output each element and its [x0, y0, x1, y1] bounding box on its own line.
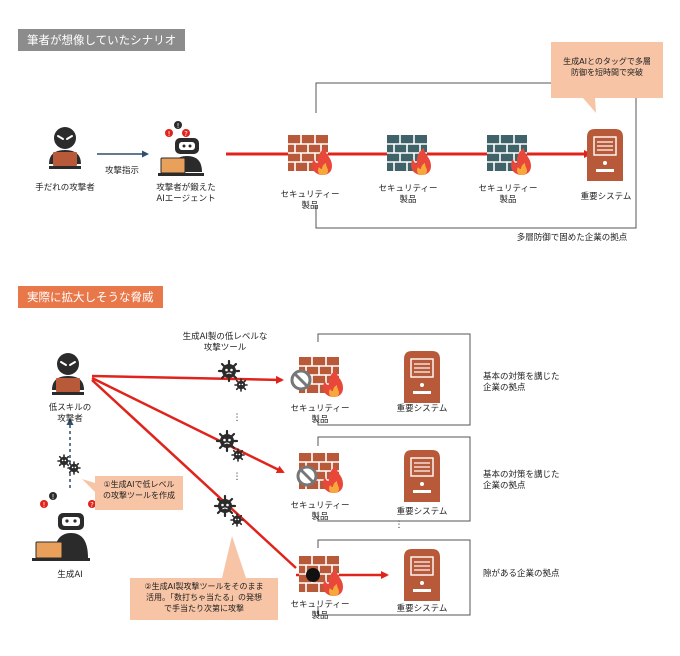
tools-label-line2: 攻撃ツール	[203, 343, 247, 353]
virus-icon	[230, 513, 244, 527]
ellipsis: ⋮	[394, 520, 404, 530]
base-protected-line2: 企業の拠点	[483, 481, 526, 491]
genai-label: 生成AI	[57, 570, 83, 580]
attack-arrow-2	[91, 376, 285, 474]
security-product-line2: 製品	[399, 195, 417, 205]
security-product-line1: セキュリティー	[290, 501, 350, 511]
block-icon	[290, 369, 312, 391]
callout-1: ①生成AIで低レベル の攻撃ツールを作成	[95, 476, 183, 510]
tools-label: 生成AI製の低レベルな 攻撃ツール	[180, 332, 270, 354]
base-protected-label: 基本の対策を講じた 企業の拠点	[483, 372, 573, 394]
important-system-label: 重要システム	[396, 507, 448, 517]
ai-agent-icon: ! ! ?	[158, 121, 204, 176]
agent-label-line1: 攻撃者が鍛えた	[156, 183, 216, 193]
security-product-line1: セキュリティー	[378, 184, 438, 194]
enterprise-base-label: 多層防御で固めた企業の拠点	[516, 233, 628, 243]
svg-text:?: ?	[90, 501, 94, 509]
firewall-icon	[486, 134, 532, 176]
virus-icon	[234, 378, 248, 392]
low-skill-line1: 低スキルの	[48, 403, 92, 413]
security-product-line1: セキュリティー	[478, 184, 538, 194]
server-icon	[403, 548, 441, 602]
hacker-icon	[48, 126, 82, 170]
enterprise-boundary	[315, 82, 637, 229]
important-system-label: 重要システム	[396, 404, 448, 414]
security-product-label: セキュリティー 製品	[280, 501, 360, 523]
callout-pointer	[583, 98, 596, 113]
callout-top-line1: 生成AIとのタッグで多層	[563, 57, 651, 66]
security-product-line1: セキュリティー	[290, 404, 350, 414]
server-icon	[403, 350, 441, 404]
security-product-line2: 製品	[311, 415, 329, 425]
callout-top: 生成AIとのタッグで多層 防御を短時間で突破	[551, 42, 663, 98]
attack-arrow-3	[91, 379, 297, 569]
hacker-icon	[51, 352, 85, 396]
callout-top-line2: 防御を短時間で突破	[571, 68, 643, 77]
security-product-label: セキュリティー 製品	[280, 600, 360, 622]
svg-text:!: !	[168, 130, 171, 138]
callout2-line1: ②生成AI製攻撃ツールをそのまま	[144, 582, 264, 591]
block-icon	[296, 465, 318, 487]
attack-arrow-1	[91, 374, 284, 384]
server-icon	[403, 449, 441, 503]
security-product-line1: セキュリティー	[280, 190, 340, 200]
virus-icon	[215, 429, 239, 453]
base-protected-line1: 基本の対策を講じた	[483, 372, 560, 382]
base-gap-label: 隙がある企業の拠点	[483, 569, 560, 579]
callout2-line2: 活用。「数打ちゃ当たる」の発想	[146, 593, 262, 602]
virus-icon	[213, 494, 237, 518]
svg-text:!: !	[52, 493, 55, 501]
base-boundary-1	[317, 333, 471, 426]
security-product-label: セキュリティー 製品	[368, 184, 448, 206]
security-product-line2: 製品	[311, 611, 329, 621]
base-protected-line2: 企業の拠点	[483, 383, 526, 393]
base-boundary-3	[317, 539, 471, 616]
low-skill-attacker-label: 低スキルの 攻撃者	[32, 403, 108, 425]
virus-icon	[217, 359, 241, 383]
callout2-line3: で手当たり次第に攻撃	[164, 604, 244, 613]
svg-text:!: !	[177, 122, 180, 130]
agent-label: 攻撃者が鍛えた AIエージェント	[146, 183, 226, 205]
low-skill-line2: 攻撃者	[57, 414, 83, 424]
security-product-line2: 製品	[311, 512, 329, 522]
virus-icon	[57, 454, 71, 468]
firewall-icon	[287, 134, 333, 176]
ai-robot-icon: ! ! ?	[32, 492, 96, 561]
security-product-label: セキュリティー 製品	[270, 190, 350, 212]
callout1-line2: の攻撃ツールを作成	[103, 491, 175, 500]
attacker-label: 手だれの攻撃者	[35, 183, 95, 193]
virus-icon	[231, 448, 245, 462]
security-product-line2: 製品	[499, 195, 517, 205]
firewall-icon	[298, 555, 344, 597]
tools-label-line1: 生成AI製の低レベルな	[182, 332, 268, 342]
security-product-label: セキュリティー 製品	[468, 184, 548, 206]
base-protected-line1: 基本の対策を講じた	[483, 470, 560, 480]
svg-text:?: ?	[184, 130, 188, 138]
virus-icon	[67, 461, 81, 475]
important-system-label: 重要システム	[396, 604, 448, 614]
breach-hole	[306, 568, 320, 582]
server-icon	[586, 128, 624, 182]
important-system-label: 重要システム	[580, 192, 632, 202]
callout-2: ②生成AI製攻撃ツールをそのまま 活用。「数打ちゃ当たる」の発想 で手当たり次第…	[130, 578, 278, 620]
callout1-pointer	[82, 479, 95, 492]
agent-label-line2: AIエージェント	[156, 194, 216, 204]
section-label-scenario: 筆者が想像していたシナリオ	[18, 29, 186, 51]
instruction-label: 攻撃指示	[104, 166, 139, 176]
security-product-line1: セキュリティー	[290, 600, 350, 610]
base-protected-label: 基本の対策を講じた 企業の拠点	[483, 470, 573, 492]
ellipsis: ⋮	[232, 472, 242, 482]
svg-text:!: !	[43, 501, 46, 509]
callout1-line1: ①生成AIで低レベル	[103, 480, 175, 489]
section-label-threat: 実際に拡大しそうな脅威	[18, 286, 163, 308]
firewall-icon	[386, 134, 432, 176]
security-product-label: セキュリティー 製品	[280, 404, 360, 426]
ellipsis: ⋮	[232, 413, 242, 423]
base-boundary-2	[317, 436, 471, 522]
security-product-line2: 製品	[301, 201, 319, 211]
callout2-pointer	[222, 536, 246, 578]
